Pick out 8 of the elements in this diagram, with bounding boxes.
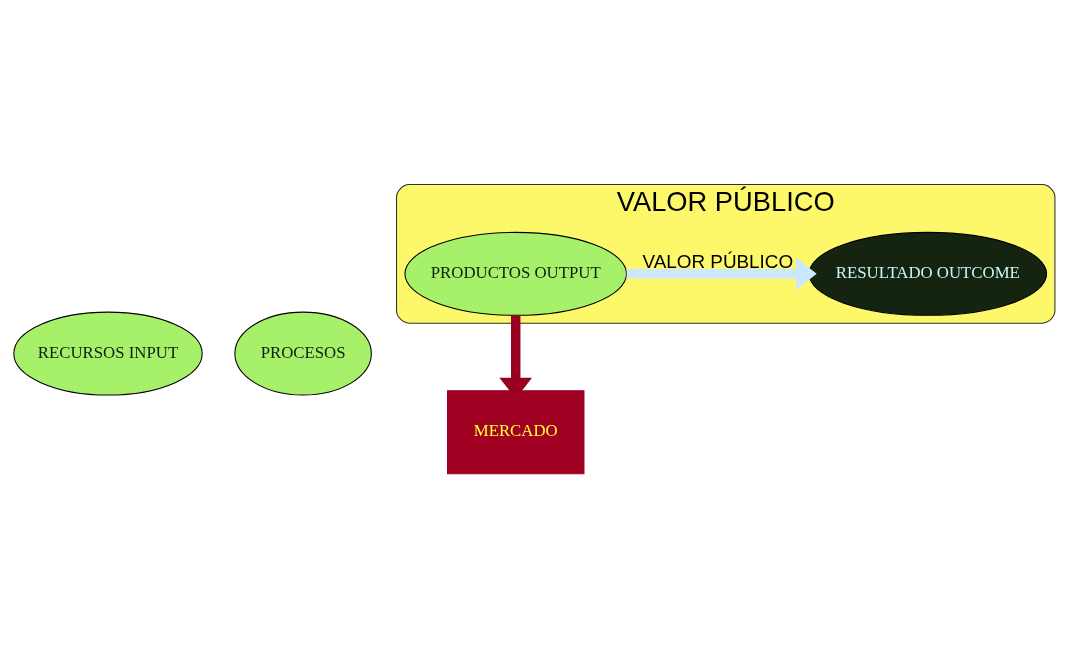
node-ellipse: PROCESOS [234, 311, 372, 396]
node-ellipse: RESULTADO OUTCOME [808, 231, 1048, 316]
edge-label: VALOR PÚBLICO [642, 250, 794, 272]
node-ellipse: RECURSOS INPUT [13, 311, 203, 396]
node-box: MERCADO [446, 390, 585, 475]
arrow [626, 257, 817, 291]
node-ellipse: PRODUCTOS OUTPUT [404, 231, 628, 316]
arrow [499, 315, 533, 399]
